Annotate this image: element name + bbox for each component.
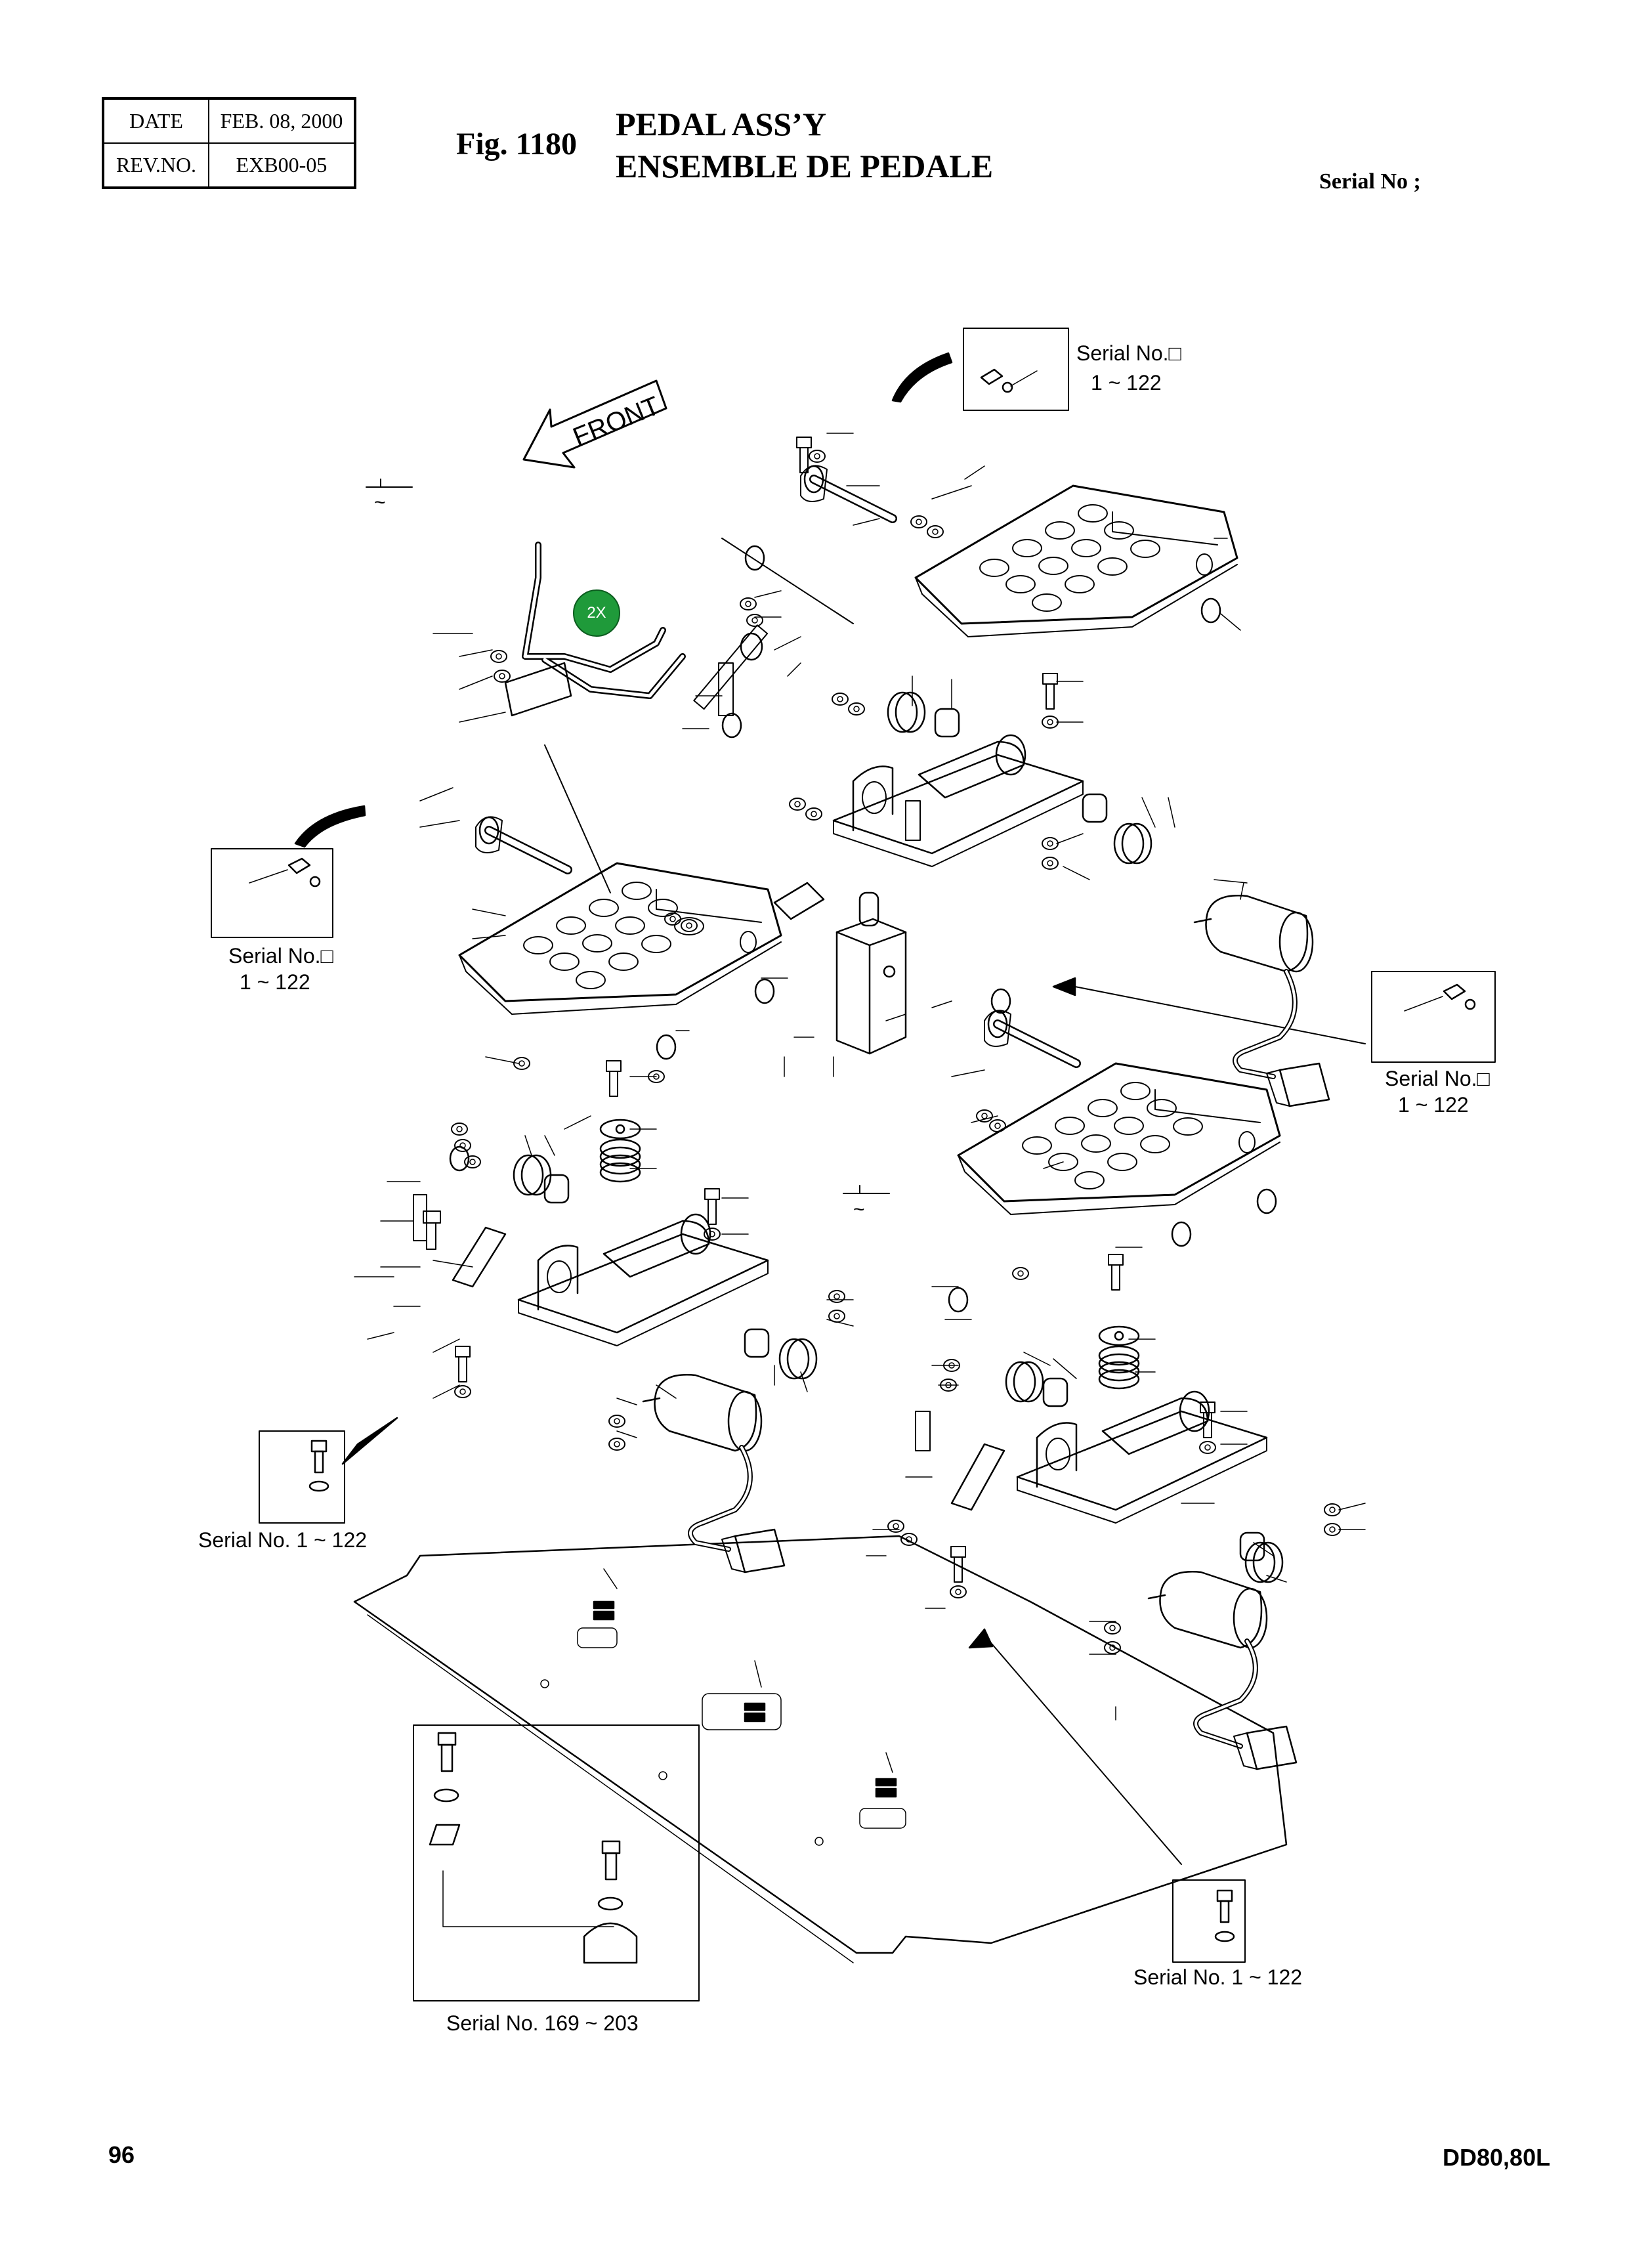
part-leader-lines [354,433,1366,1773]
serial-header: Serial No ; [1319,169,1421,194]
motor-right [1147,1571,1268,1649]
pedal-top [914,484,1238,638]
arrowhead-bottom [968,1628,994,1649]
motor-top-right [1193,895,1314,973]
page-number: 96 [108,2141,135,2168]
callout-box-bottom [413,1724,700,2001]
rev-value: EXB00-05 [209,143,354,187]
callout-right-line1: Serial No.□ [1385,1067,1490,1090]
title-english: PEDAL ASS’Y [616,106,826,142]
connector-left [721,1528,786,1573]
bracket-center [832,734,1084,868]
motor-left [642,1374,763,1452]
floor-plate [353,1535,1288,1963]
callout-box-lower-left [259,1430,345,1524]
valve-block [835,891,907,1055]
tilde-mark-left: ~ [366,479,413,513]
callout-box-lower-right [1172,1879,1246,1963]
pedal-left [458,862,782,1016]
shaft-right [984,1010,1076,1063]
arrowhead-right [1052,977,1076,996]
figure-number: Fig. 1180 [456,127,578,161]
curved-arrow-top [891,352,953,403]
callout-left-line1: Serial No.□ [228,944,333,968]
wedge-arrow-lower-left [341,1417,398,1465]
curved-arrow-left [294,805,366,848]
fasteners [413,545,1277,1547]
callout-box-right [1371,971,1496,1063]
callout-lower-right: Serial No. 1 ~ 122 [1133,1965,1303,1989]
connector-top-right [1265,1062,1330,1107]
title-french: ENSEMBLE DE PEDALE [616,148,994,184]
callout-left-line2: 1 ~ 122 [240,970,310,994]
callout-box-left [211,848,333,938]
callout-bottom-box: Serial No. 169 ~ 203 [446,2011,639,2035]
tilde-mark-center: ~ [843,1185,890,1220]
callout-lower-left: Serial No. 1 ~ 122 [198,1528,368,1552]
tilde-left: ~ [374,492,386,513]
rev-label: REV.NO. [104,143,209,187]
revision-table: DATE FEB. 08, 2000 REV.NO. EXB00-05 [102,97,356,189]
callout-box-top-right [963,328,1069,411]
callout-top-right-line1: Serial No.□ [1076,341,1181,365]
date-value: FEB. 08, 2000 [209,99,354,143]
connector-right [1233,1725,1298,1770]
front-arrow: FRONT [522,379,667,469]
leader-lines [544,538,1366,1865]
model-name: DD80,80L [1443,2144,1551,2171]
shaft-left [476,817,568,870]
shaft-top [801,465,893,519]
callout-top-right-line2: 1 ~ 122 [1091,371,1162,395]
tilde-center: ~ [853,1199,865,1220]
quantity-badge: 2X [573,589,620,637]
date-label: DATE [104,99,209,143]
pedal-right [957,1062,1281,1216]
callout-right-line2: 1 ~ 122 [1398,1093,1469,1117]
front-label: FRONT [569,391,664,452]
